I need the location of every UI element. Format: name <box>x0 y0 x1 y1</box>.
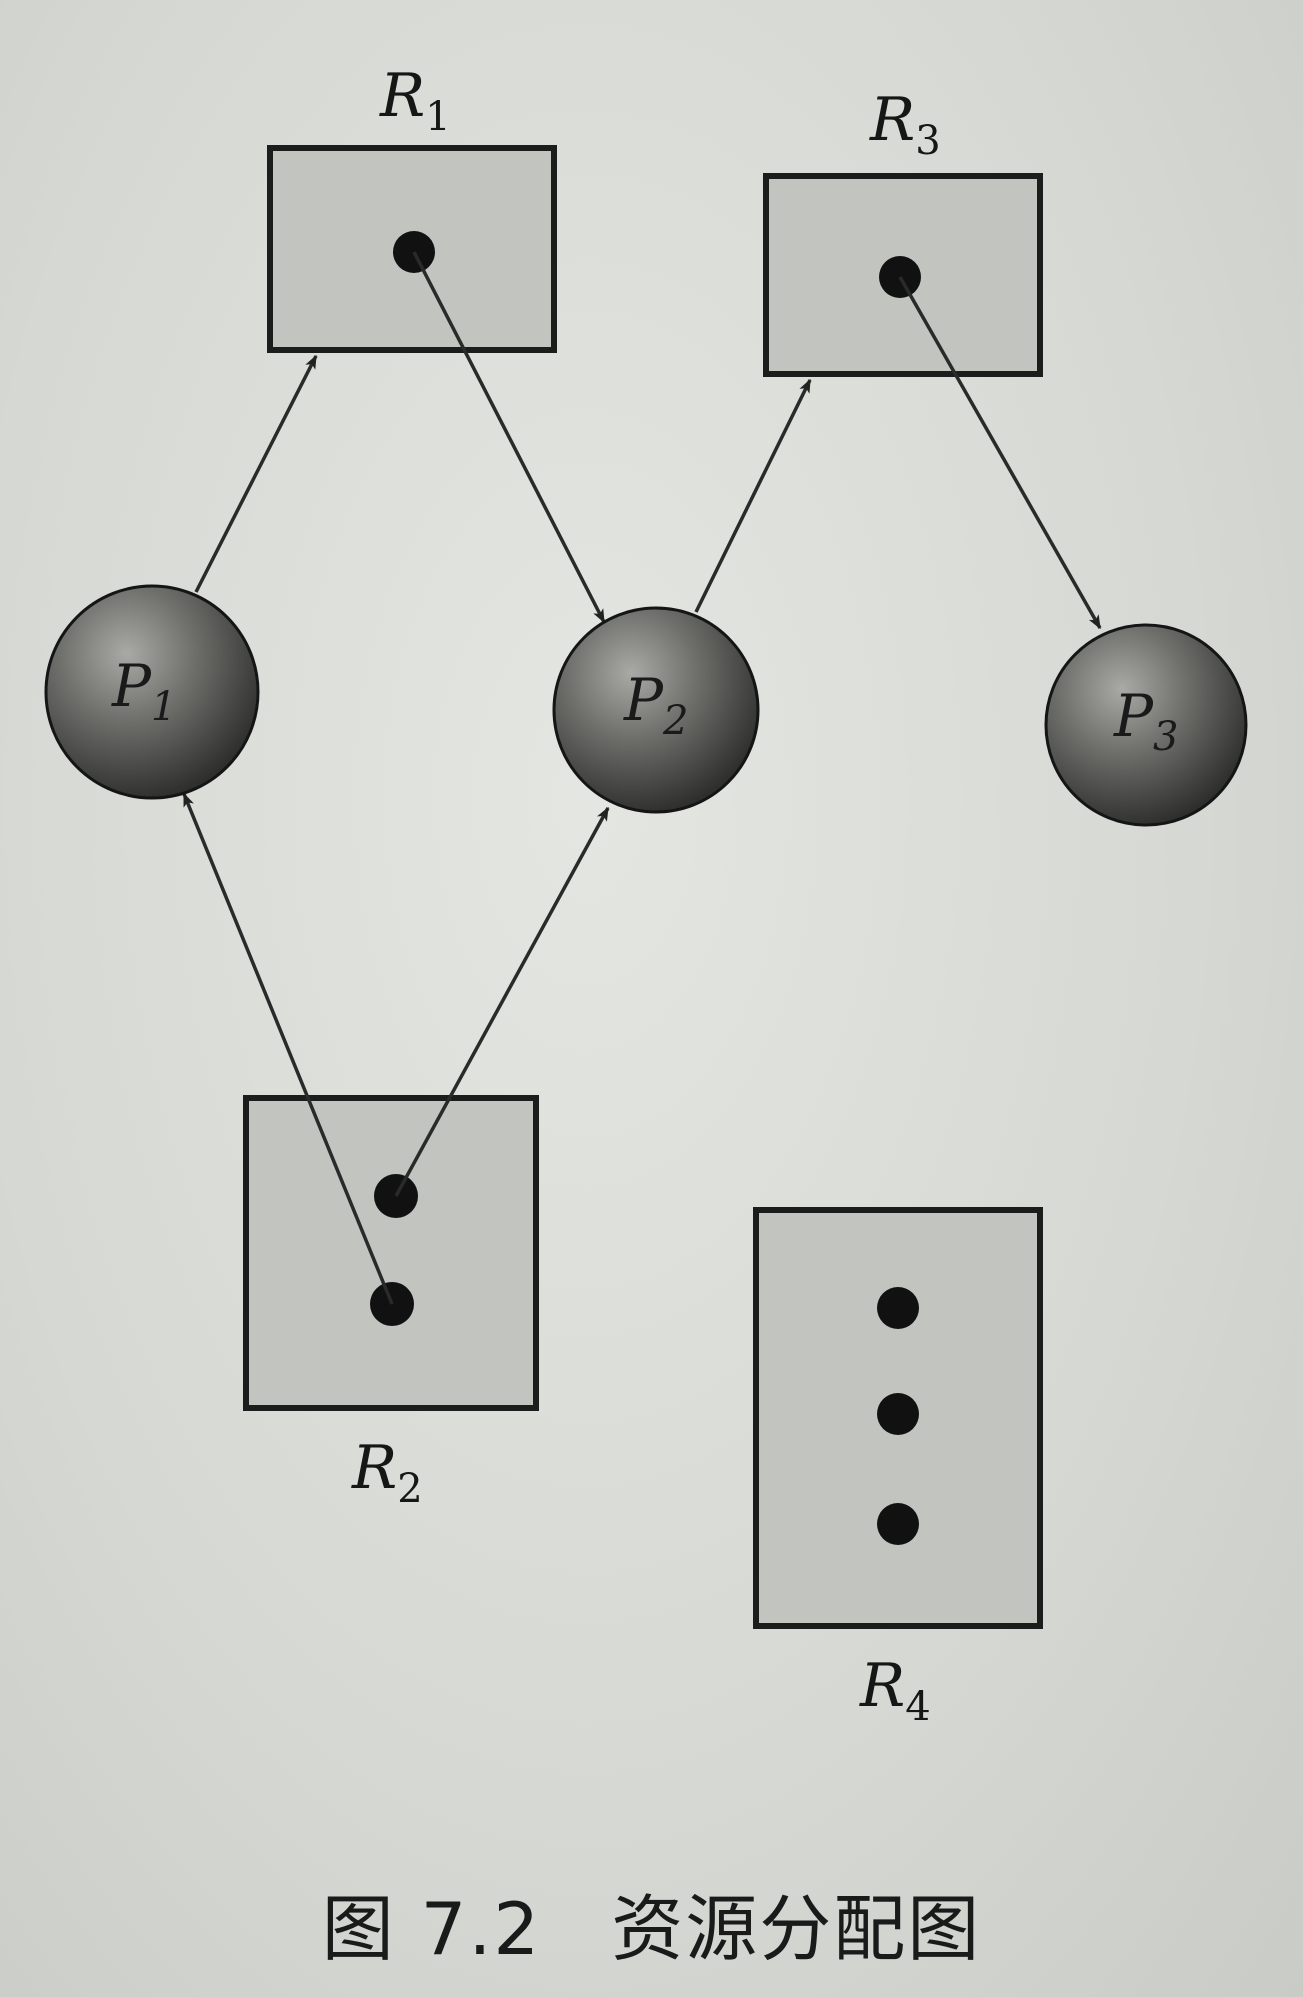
resource-r2-box <box>243 1095 539 1411</box>
figure-number: 图 7.2 <box>321 1887 542 1971</box>
figure-title: 资源分配图 <box>611 1887 982 1971</box>
edge-r2-to-p1 <box>182 792 394 1305</box>
figure-caption: 图 7.2 资源分配图 <box>0 1870 1303 1975</box>
process-p2-label: P2 <box>623 666 688 744</box>
process-p3-label: P3 <box>1113 682 1178 760</box>
edge-p2-to-r3 <box>694 378 812 613</box>
process-p1-circle <box>44 584 260 800</box>
process-p1-label: P1 <box>111 652 176 730</box>
resource-r1-label: R1 <box>379 61 451 140</box>
edge-p1-to-r1 <box>194 354 318 593</box>
resource-r3-label: R3 <box>869 85 941 164</box>
resource-r4-label: R4 <box>859 1651 931 1730</box>
r4-instance-dot <box>877 1393 919 1435</box>
edge-r2-to-p2 <box>394 806 610 1197</box>
edge-r1-to-p2 <box>412 251 606 624</box>
resource-r2-label: R2 <box>351 1433 423 1512</box>
process-p3-circle <box>1044 623 1248 827</box>
r4-instance-dot <box>877 1287 919 1329</box>
r4-instance-dot <box>877 1503 919 1545</box>
process-p2-circle <box>552 606 760 814</box>
edge-r3-to-p3 <box>898 276 1102 630</box>
